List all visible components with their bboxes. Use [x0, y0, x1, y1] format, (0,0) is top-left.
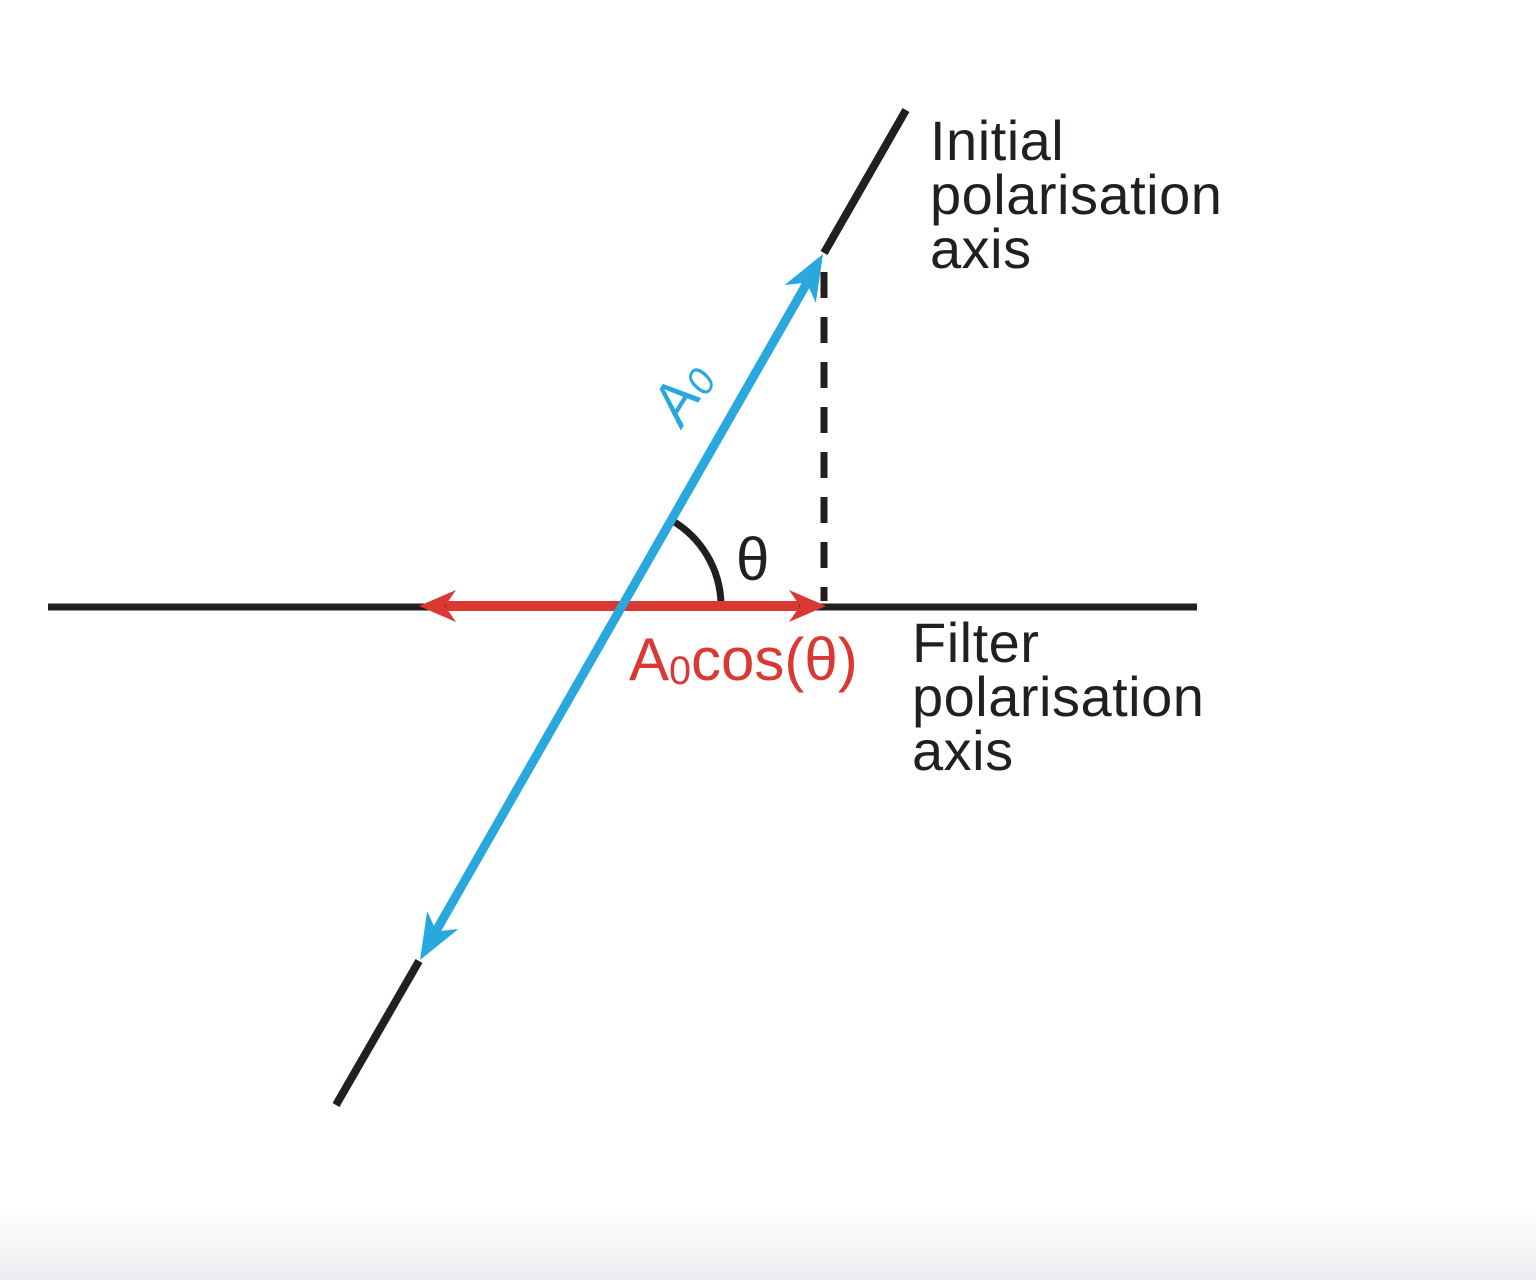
initial-axis-label-line2: polarisation — [930, 163, 1223, 226]
amplitude-vector — [420, 254, 823, 960]
amplitude-arrowhead-top — [784, 254, 823, 303]
filter-axis-label: Filter polarisation axis — [912, 611, 1205, 782]
filter-axis-label-line2: polarisation — [912, 665, 1205, 728]
transmitted-amplitude-label: A0cos(θ) — [629, 630, 858, 697]
filter-axis-label-line3: axis — [912, 719, 1014, 782]
angle-theta-label: θ — [736, 526, 770, 593]
amplitude-arrowhead-bottom — [420, 911, 459, 960]
initial-axis-label: Initial polarisation axis — [930, 109, 1223, 280]
transmitted-amplitude-rest: cos(θ) — [691, 626, 858, 693]
transmitted-amplitude-subscript: 0 — [669, 648, 692, 693]
initial-axis-label-line3: axis — [930, 217, 1032, 280]
component-arrowhead-left — [419, 590, 456, 622]
initial-axis-line-lower — [332, 959, 423, 1107]
component-arrowhead-right — [789, 590, 826, 622]
initial-axis-line-upper — [820, 108, 910, 255]
initial-axis-label-line1: Initial — [930, 109, 1065, 172]
transmitted-amplitude-base: A — [629, 626, 670, 693]
angle-arc — [667, 516, 725, 608]
amplitude-vector-shaft — [432, 280, 811, 934]
filter-axis-label-line1: Filter — [912, 611, 1040, 674]
